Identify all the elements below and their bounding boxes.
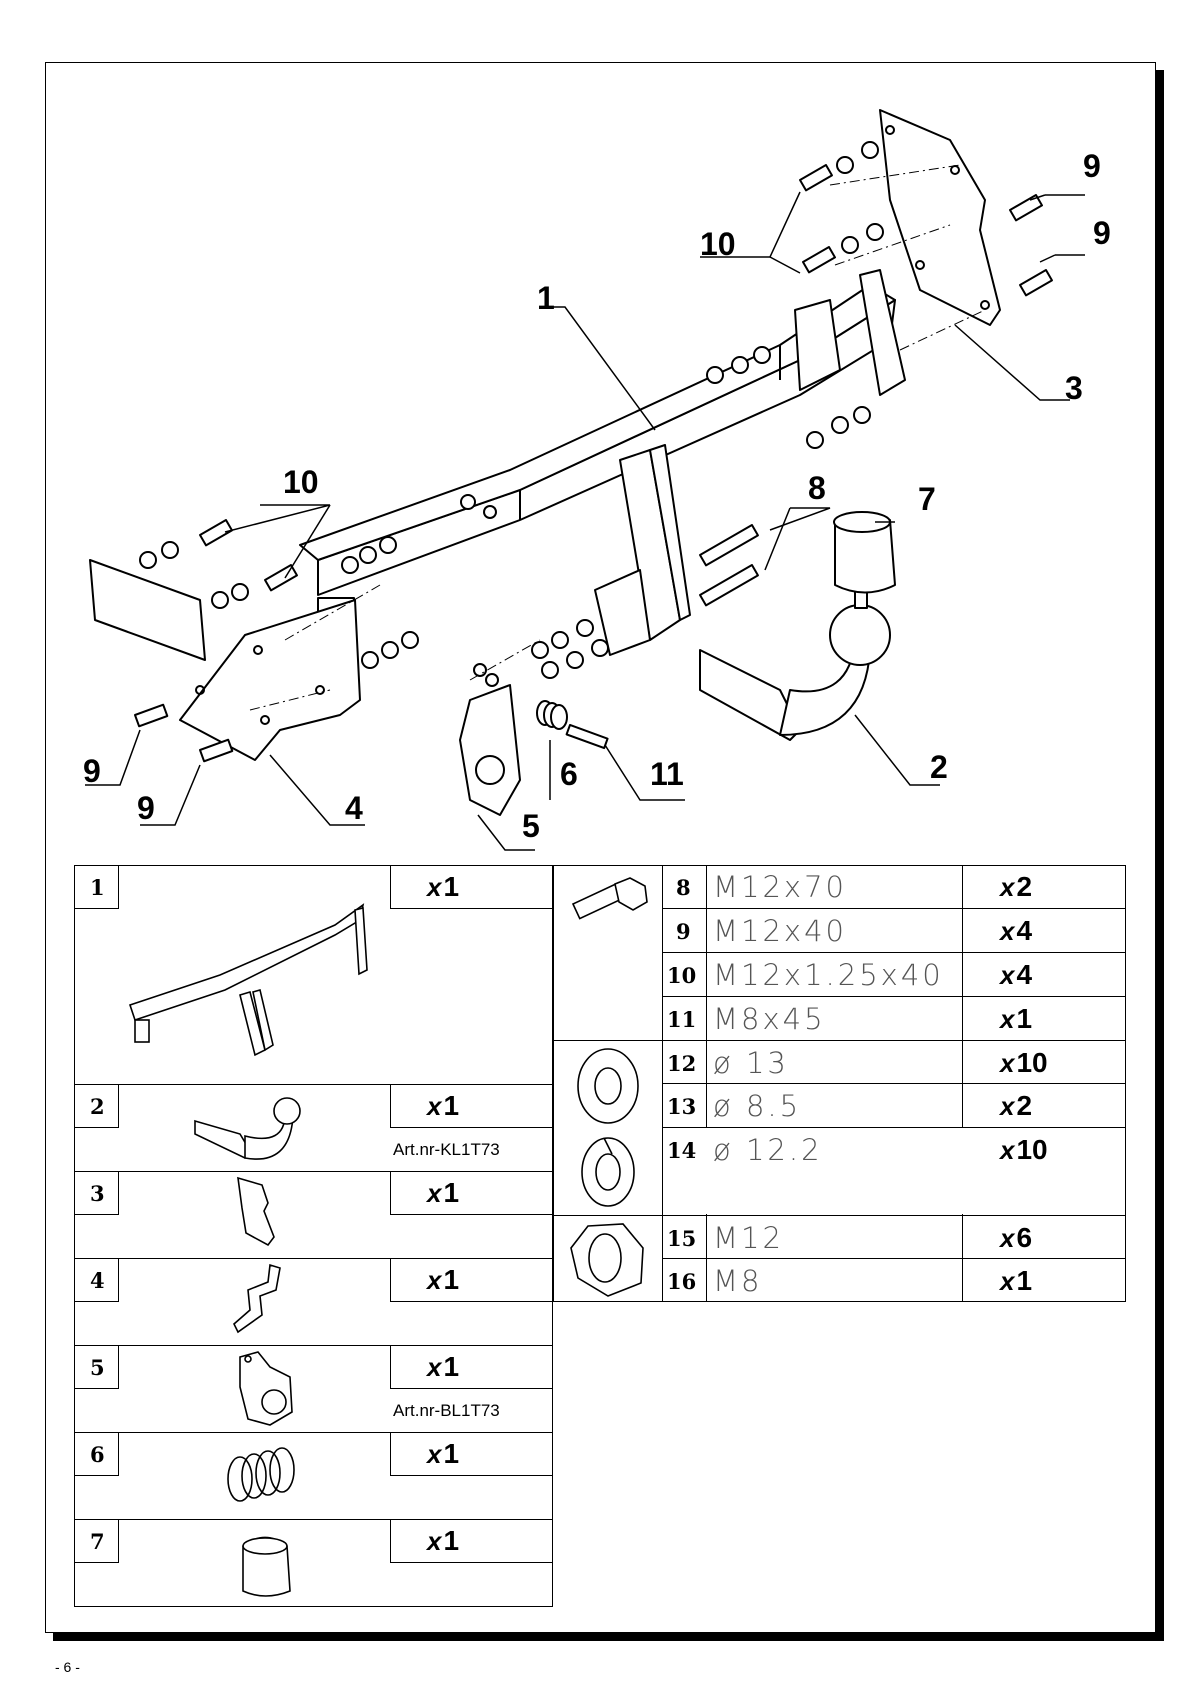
callout-9: 9 <box>1083 148 1101 184</box>
washer-icon <box>577 1048 639 1124</box>
nut-icon <box>570 1223 644 1297</box>
part-quantity: x10 <box>1000 1134 1048 1165</box>
part-quantity: x1 <box>427 1438 460 1469</box>
callout-4: 4 <box>345 790 363 826</box>
part-number: 3 <box>90 1181 105 1206</box>
part-quantity: x1 <box>427 1264 460 1295</box>
part-quantity: x4 <box>1000 959 1033 990</box>
part-spec: M8 <box>713 1264 763 1298</box>
part-quantity: x6 <box>1000 1222 1033 1253</box>
part-number: 12 <box>667 1051 697 1076</box>
page-frame <box>45 62 1156 1633</box>
callout-1: 1 <box>537 280 555 316</box>
part-number: 8 <box>676 875 691 900</box>
part-number: 4 <box>90 1268 105 1293</box>
part-quantity: x4 <box>1000 915 1033 946</box>
part-number: 7 <box>90 1529 105 1554</box>
part-quantity: x2 <box>1000 871 1033 902</box>
callout-10: 10 <box>283 464 319 500</box>
part-quantity: x1 <box>1000 1265 1033 1296</box>
callout-9: 9 <box>137 790 155 826</box>
article-number: Art.nr-KL1T73 <box>393 1140 500 1159</box>
part-spec: M12x40 <box>713 914 847 948</box>
part-number: 6 <box>90 1442 105 1467</box>
callout-2: 2 <box>930 749 948 785</box>
towball-part <box>699 511 896 741</box>
crossbeam-part <box>299 269 906 656</box>
bracket-thumbnail <box>233 1263 281 1334</box>
part-spec: M12x70 <box>713 870 847 904</box>
part-quantity: x1 <box>427 1177 460 1208</box>
part-number: 9 <box>676 919 691 944</box>
part-quantity: x1 <box>427 1090 460 1121</box>
washers-nuts <box>139 141 884 687</box>
part-spec: M12x1.25x40 <box>713 958 944 992</box>
spring-part <box>536 700 568 730</box>
callout-11: 11 <box>650 756 684 792</box>
part-number: 15 <box>667 1226 697 1251</box>
socket-plate-part <box>459 663 521 816</box>
part-quantity: x1 <box>427 1351 460 1382</box>
crossbeam-thumbnail <box>128 903 368 1057</box>
part-quantity: x1 <box>427 1525 460 1556</box>
callout-10: 10 <box>700 226 736 262</box>
part-number: 1 <box>90 875 105 900</box>
part-quantity: x1 <box>427 871 460 902</box>
socket-plate-thumbnail <box>239 1351 293 1426</box>
callout-5: 5 <box>522 808 540 844</box>
part-quantity: x1 <box>1000 1003 1033 1034</box>
part-spec: ø 8.5 <box>713 1089 802 1123</box>
part-number: 2 <box>90 1094 105 1119</box>
bracket-thumbnail <box>237 1176 275 1247</box>
callout-3: 3 <box>1065 370 1083 406</box>
callout-7: 7 <box>918 481 936 517</box>
exploded-assembly-diagram <box>85 109 1085 851</box>
callout-9: 9 <box>83 753 101 789</box>
callout-8: 8 <box>808 470 826 506</box>
part-number: 14 <box>667 1138 697 1163</box>
callout-9: 9 <box>1093 215 1111 251</box>
part-spec: ø 13 <box>713 1046 789 1080</box>
part-number: 5 <box>90 1355 105 1380</box>
part-number: 16 <box>667 1269 697 1294</box>
spring-washer-icon <box>581 1137 635 1207</box>
page-number: - 6 - <box>55 1659 80 1675</box>
part-number: 10 <box>667 963 697 988</box>
part-spec: M8x45 <box>713 1002 826 1036</box>
towball-thumbnail <box>194 1097 301 1160</box>
article-number: Art.nr-BL1T73 <box>393 1401 500 1420</box>
part-quantity: x2 <box>1000 1090 1033 1121</box>
part-spec: ø 12.2 <box>713 1133 823 1167</box>
spring-thumbnail <box>227 1447 295 1502</box>
part-number: 13 <box>667 1094 697 1119</box>
left-bracket-part <box>89 559 361 761</box>
part-spec: M12 <box>713 1221 784 1255</box>
bolt-icon <box>571 877 648 920</box>
part-number: 11 <box>667 1007 697 1032</box>
right-bracket-part <box>879 109 1001 326</box>
ball-cap-thumbnail <box>242 1536 291 1597</box>
callout-6: 6 <box>560 756 578 792</box>
part-quantity: x10 <box>1000 1047 1048 1078</box>
